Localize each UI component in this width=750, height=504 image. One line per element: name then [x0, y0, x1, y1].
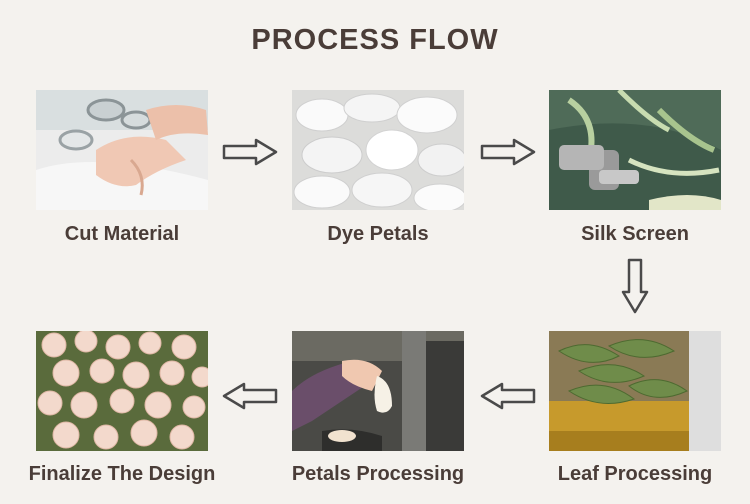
- finished-roses-photo: [36, 331, 208, 451]
- step-leaf-processing-image: [549, 331, 721, 451]
- step-finalize-design-image: [36, 331, 208, 451]
- arrow-left-icon: [480, 382, 536, 410]
- cutting-material-photo: [36, 90, 208, 210]
- step-label-leaf-processing: Leaf Processing: [557, 463, 713, 485]
- petals-processing-photo: [292, 331, 464, 451]
- arrow-right-icon: [222, 138, 278, 166]
- step-label-finalize-design: Finalize The Design: [28, 463, 216, 485]
- arrow-right-icon: [480, 138, 536, 166]
- step-petals-processing-image: [292, 331, 464, 451]
- step-label-dye-petals: Dye Petals: [327, 223, 429, 245]
- step-dye-petals-image: [292, 90, 464, 210]
- step-label-petals-processing: Petals Processing: [291, 463, 465, 485]
- step-silk-screen-image: [549, 90, 721, 210]
- step-label-silk-screen: Silk Screen: [581, 223, 689, 245]
- step-cut-material-image: [36, 90, 208, 210]
- silk-screen-photo: [549, 90, 721, 210]
- leaf-processing-photo: [549, 331, 721, 451]
- arrow-down-icon: [621, 258, 649, 314]
- dyed-petals-photo: [292, 90, 464, 210]
- page-title: PROCESS FLOW: [251, 24, 499, 56]
- step-label-cut-material: Cut Material: [64, 223, 180, 245]
- arrow-left-icon: [222, 382, 278, 410]
